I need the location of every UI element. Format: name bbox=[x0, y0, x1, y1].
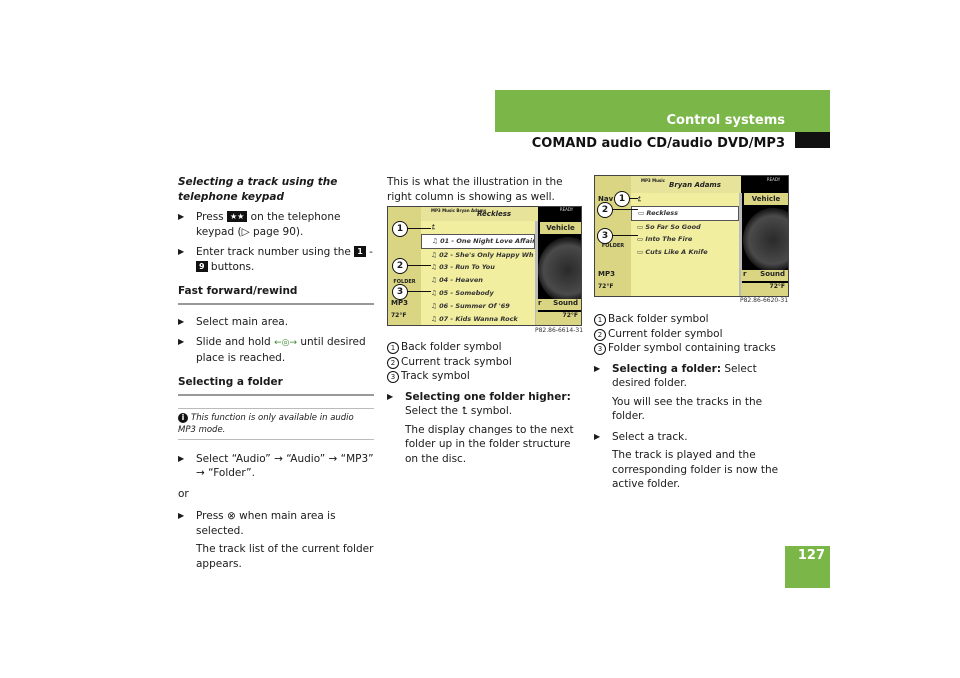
subsection-title: COMAND audio CD/audio DVD/MP3 bbox=[531, 136, 785, 151]
step-result: The track list of the current folder app… bbox=[196, 543, 374, 570]
back-folder-row[interactable]: ⮤ bbox=[637, 195, 641, 203]
callout-1: 1 bbox=[614, 191, 630, 207]
folder-list[interactable]: ⮤ ▭ Reckless ▭ So Far So Good ▭ Into The… bbox=[631, 193, 739, 296]
tab-mp3: MP3 bbox=[595, 270, 631, 281]
callout-line-1 bbox=[629, 198, 638, 199]
tab-folder: FOLDER bbox=[393, 279, 416, 285]
heading-telephone: Selecting a track using the telephone ke… bbox=[178, 176, 338, 203]
step-select-folder-desc: You will see the tracks in the folder. bbox=[612, 395, 763, 423]
step-select-audio-folder: Select “Audio” → “Audio” → “MP3” → “Fold… bbox=[178, 452, 374, 481]
callout-2: 2 bbox=[597, 202, 613, 218]
scrollbar[interactable] bbox=[739, 193, 742, 296]
callout-line-1 bbox=[407, 228, 431, 229]
section-title: Control systems bbox=[666, 113, 785, 128]
callout-3: 3 bbox=[392, 284, 408, 300]
step-folder-higher: Selecting one folder higher: Select the … bbox=[387, 390, 581, 419]
column-middle: This is what the illustration in the rig… bbox=[387, 175, 581, 204]
speaker-image bbox=[743, 208, 788, 272]
info-icon: i bbox=[178, 412, 188, 423]
album-title: Reckless bbox=[477, 210, 512, 218]
header-banner bbox=[495, 90, 830, 132]
header-marker bbox=[795, 132, 830, 148]
callout-2: 2 bbox=[392, 258, 408, 274]
step-enter-number: Enter track number using the 1 - 9 butto… bbox=[178, 245, 374, 274]
scrollbar[interactable] bbox=[535, 221, 538, 325]
list-item[interactable]: ▭ Reckless bbox=[631, 205, 739, 221]
callout-line-3 bbox=[407, 291, 431, 292]
step-select-folder: Selecting a folder: Select desired folde… bbox=[594, 362, 790, 391]
heading-selecting-folder: Selecting a folder bbox=[178, 375, 374, 396]
page-number: 127 bbox=[797, 548, 825, 563]
tab-vehicle[interactable]: Vehicle bbox=[744, 193, 788, 205]
controller-press-icon: ⊗ bbox=[226, 510, 236, 522]
list-item[interactable]: ♫ 07 - Kids Wanna Rock bbox=[431, 314, 518, 323]
list-item[interactable]: ♫ 03 - Run To You bbox=[431, 263, 495, 272]
ready-indicator: READY bbox=[766, 177, 781, 182]
column-left: Selecting a track using the telephone ke… bbox=[178, 175, 374, 571]
ready-indicator: READY bbox=[559, 207, 574, 212]
figure-caption: P82.86-6620-31 bbox=[740, 297, 789, 304]
callout-line-3 bbox=[612, 235, 638, 236]
callout-1: 1 bbox=[392, 221, 408, 237]
tab-folder: FOLDER bbox=[601, 243, 625, 249]
temp-left: 72°F bbox=[595, 283, 631, 296]
page-number-box bbox=[785, 546, 830, 588]
list-item[interactable]: ▭ Into The Fire bbox=[637, 235, 693, 244]
temp-left: 72°F bbox=[388, 312, 421, 325]
list-item[interactable]: ♫ 02 - She's Only Happy Wh bbox=[431, 250, 534, 259]
back-folder-icon: ⮤ bbox=[461, 405, 468, 417]
key-1-icon: 1 bbox=[354, 246, 366, 257]
screen-header-bar: MP3 Music Bryan Adams bbox=[631, 176, 741, 193]
step-folder-higher-desc: The display changes to the next folder u… bbox=[405, 423, 574, 465]
temp-right: 72°F bbox=[741, 283, 788, 296]
list-item[interactable]: ♫ 06 - Summer Of '69 bbox=[431, 301, 510, 310]
temp-right: 72°F bbox=[536, 312, 581, 325]
list-item[interactable]: ♫ 05 - Somebody bbox=[431, 288, 494, 297]
callout-line-2 bbox=[612, 209, 638, 210]
list-item[interactable]: ▭ Cuts Like A Knife bbox=[637, 248, 708, 257]
tab-mp3: MP3 bbox=[388, 299, 421, 310]
list-item[interactable]: ▭ So Far So Good bbox=[637, 222, 701, 231]
step-select-track-desc: The track is played and the correspondin… bbox=[612, 449, 779, 490]
back-folder-row[interactable]: ⮤ bbox=[431, 223, 435, 231]
or-text: or bbox=[178, 487, 189, 500]
list-item[interactable]: ♫ 04 - Heaven bbox=[431, 276, 483, 285]
step-slide-hold: Slide and hold ←◎→ until desired place i… bbox=[178, 335, 374, 365]
callout-3: 3 bbox=[597, 228, 613, 244]
list-item[interactable]: ♫ 01 - One Night Love Affair bbox=[421, 233, 535, 249]
speaker-image bbox=[538, 237, 581, 303]
screen-header-bar: MP3 Music Bryan Adams Reckless bbox=[421, 207, 538, 221]
controller-slide-icon: ←◎→ bbox=[274, 338, 297, 348]
step-select-track: Select a track. bbox=[594, 430, 790, 445]
star-key-icon: ★★ bbox=[226, 211, 248, 222]
tab-vehicle[interactable]: Vehicle bbox=[540, 222, 581, 234]
heading-fast-forward: Fast forward/rewind bbox=[178, 284, 374, 305]
step-press-controller: Press ⊗ when main area is selected. bbox=[178, 509, 374, 538]
figure-caption: P82.86-6614-31 bbox=[535, 327, 584, 334]
intro-text: This is what the illustration in the rig… bbox=[387, 176, 563, 203]
step-press-key: Press ★★ on the telephone keypad (▷ page… bbox=[178, 210, 374, 239]
track-list[interactable]: ⮤ ♫ 01 - One Night Love Affair ♫ 02 - Sh… bbox=[421, 221, 535, 325]
callout-line-2 bbox=[407, 265, 431, 266]
key-9-icon: 9 bbox=[196, 260, 208, 272]
screen-track-list: FOLDER MP3 72°F MP3 Music Bryan Adams Re… bbox=[387, 206, 582, 326]
step-select-main: Select main area. bbox=[178, 315, 374, 330]
artist-title: Bryan Adams bbox=[669, 181, 721, 189]
